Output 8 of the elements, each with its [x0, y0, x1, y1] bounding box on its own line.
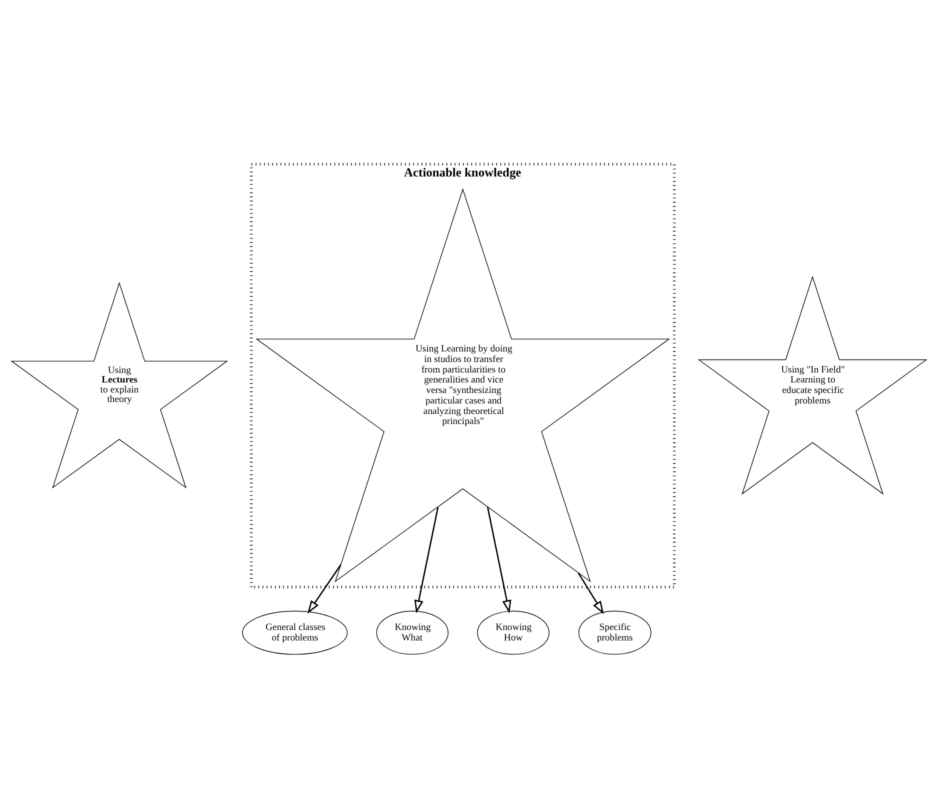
node-ellipse: Knowing What: [376, 610, 448, 654]
arrow: [307, 564, 342, 614]
arrow: [486, 506, 512, 613]
node-ellipse: Knowing How: [477, 610, 550, 654]
node-ellipse: Specific problems: [578, 610, 652, 654]
arrow: [414, 506, 439, 613]
arrow: [578, 572, 604, 614]
node-ellipse: General classes of problems: [242, 610, 348, 654]
